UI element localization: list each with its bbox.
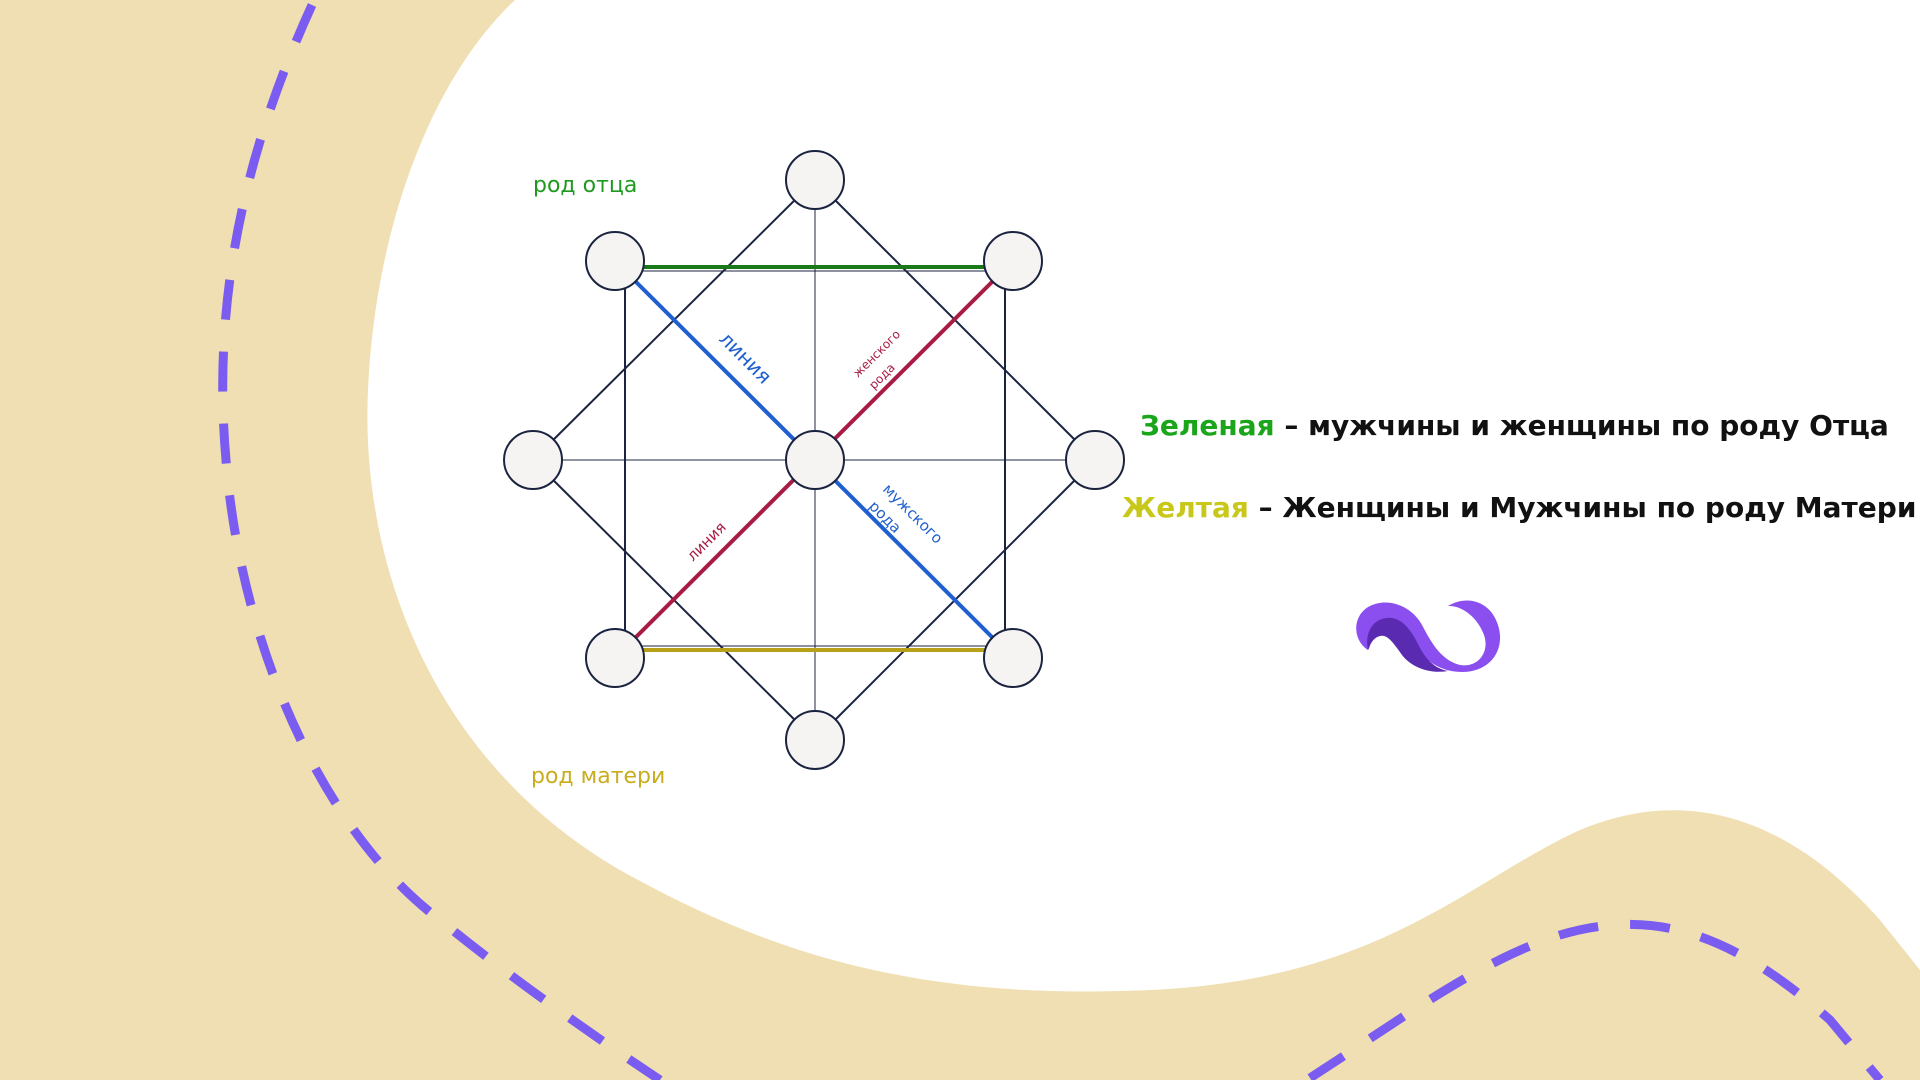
brand-logo-icon <box>1356 600 1501 672</box>
dashed-curve-bottom <box>1307 919 1884 1080</box>
dashed-curve-left <box>218 3 663 1080</box>
top-left-label: род отца <box>533 173 637 198</box>
blue-lower-label: мужского рода <box>865 480 946 547</box>
legend-yellow: Желтая – Женщины и Мужчины по роду Матер… <box>1122 491 1916 524</box>
node-left <box>503 430 563 490</box>
red-upper-label: женского рода <box>850 327 903 392</box>
node-bottom-left <box>585 628 645 688</box>
node-center <box>785 430 845 490</box>
blue-upper-label: линия <box>714 327 776 389</box>
node-right <box>1065 430 1125 490</box>
red-lower-label: линия <box>683 518 730 565</box>
node-bottom-right <box>983 628 1043 688</box>
legend-green-key: Зеленая <box>1140 409 1275 442</box>
legend-yellow-key: Желтая <box>1122 491 1249 524</box>
diagram-nodes <box>503 150 1125 770</box>
node-top <box>785 150 845 210</box>
node-top-left <box>585 231 645 291</box>
legend-green-text: – мужчины и женщины по роду Отца <box>1275 409 1889 442</box>
node-top-right <box>983 231 1043 291</box>
legend-yellow-text: – Женщины и Мужчины по роду Матери <box>1249 491 1917 524</box>
legend-green: Зеленая – мужчины и женщины по роду Отца <box>1140 409 1889 442</box>
bottom-left-label: род матери <box>531 764 665 789</box>
node-bottom <box>785 710 845 770</box>
